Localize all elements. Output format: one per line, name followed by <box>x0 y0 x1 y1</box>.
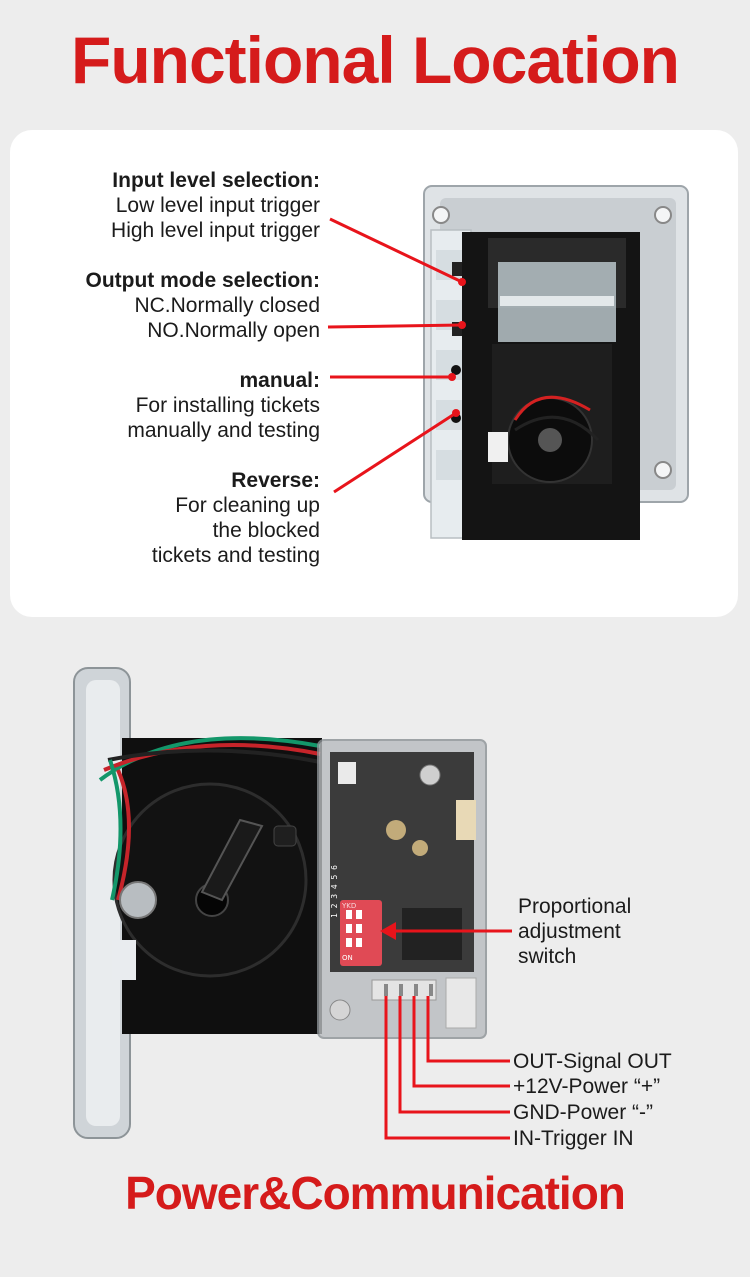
dip-switch-numbers: 1 2 3 4 5 6 <box>330 865 339 918</box>
output-mode-label: Output mode selection: NC.Normally close… <box>85 268 320 343</box>
input-level-line-2: High level input trigger <box>111 219 320 242</box>
output-mode-heading: Output mode selection: <box>85 269 320 292</box>
top-device-image <box>423 185 689 540</box>
input-level-line-1: Low level input trigger <box>115 194 320 217</box>
bottom-leader-lines <box>384 929 512 1140</box>
reverse-line-2: the blocked <box>212 519 320 542</box>
dip-switch-on: ON <box>342 954 353 962</box>
proportional-line-2: adjustment <box>518 920 621 943</box>
wire-label-in: IN-Trigger IN <box>513 1127 634 1150</box>
proportional-line-3: switch <box>518 945 577 968</box>
input-level-label: Input level selection: Low level input t… <box>111 168 320 243</box>
manual-line-2: manually and testing <box>127 419 320 442</box>
reverse-heading: Reverse: <box>231 469 320 492</box>
proportional-line-1: Proportional <box>518 895 632 918</box>
wire-label-out: OUT-Signal OUT <box>513 1050 672 1073</box>
proportional-switch-label: Proportional adjustment switch <box>518 894 631 969</box>
top-leader-dots <box>448 278 466 417</box>
output-mode-line-2: NO.Normally open <box>147 319 320 342</box>
dip-switch-brand: YKD <box>342 902 357 910</box>
output-mode-line-1: NC.Normally closed <box>134 294 320 317</box>
reverse-label: Reverse: For cleaning up the blocked tic… <box>152 468 320 568</box>
manual-line-1: For installing tickets <box>135 394 320 417</box>
manual-heading: manual: <box>239 369 320 392</box>
top-leader-lines <box>327 217 463 494</box>
functional-location-title: Functional Location <box>71 23 680 97</box>
wire-label-gnd: GND-Power “-” <box>513 1101 653 1124</box>
input-level-heading: Input level selection: <box>112 169 320 192</box>
manual-label: manual: For installing tickets manually … <box>127 368 320 443</box>
wire-label-12v: +12V-Power “+” <box>513 1075 661 1098</box>
reverse-line-1: For cleaning up <box>175 494 320 517</box>
bottom-device-image <box>73 667 487 1139</box>
reverse-line-3: tickets and testing <box>151 544 320 567</box>
power-communication-title: Power&Communication <box>125 1167 626 1219</box>
